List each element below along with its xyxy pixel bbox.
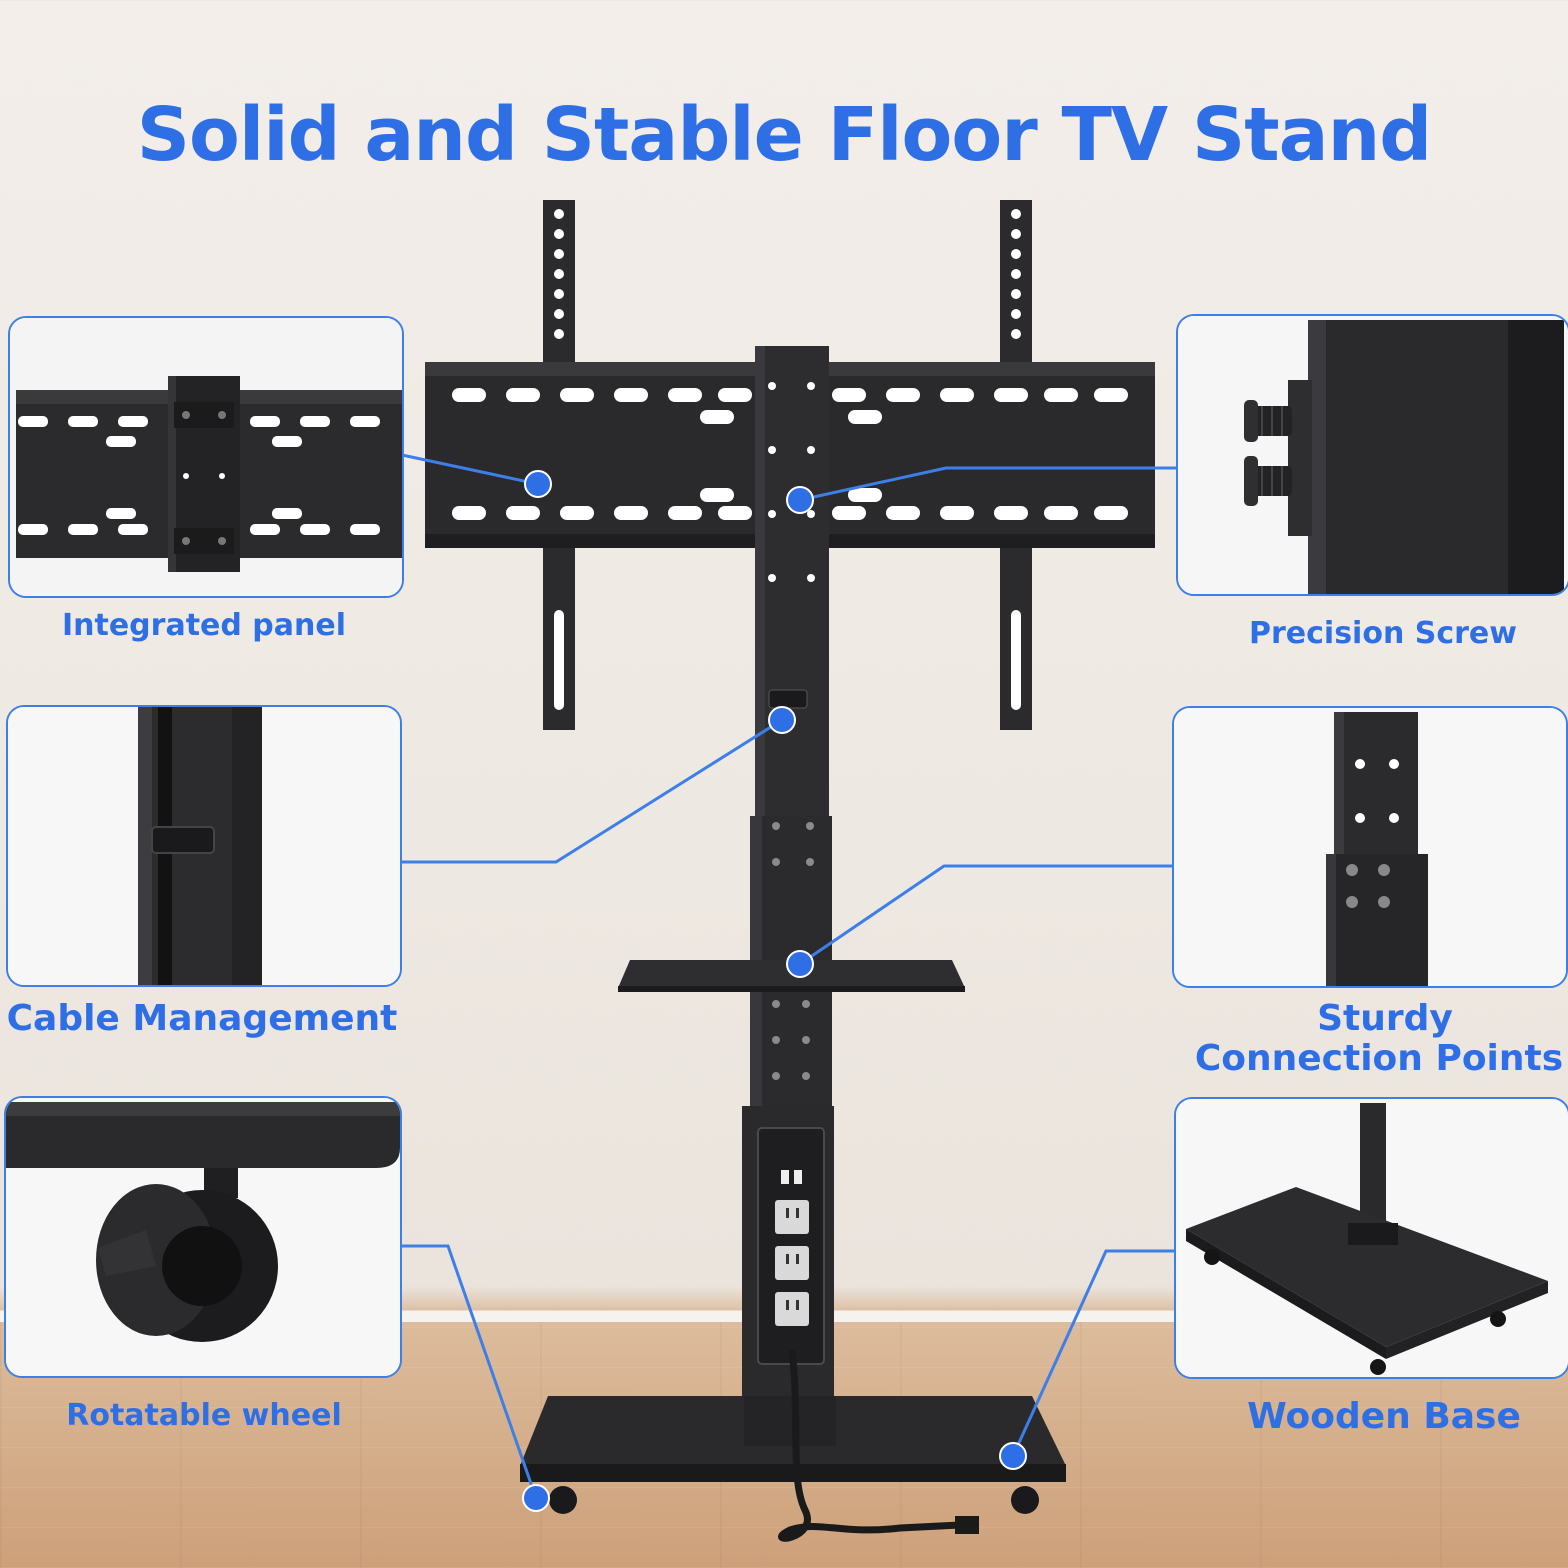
integrated-panel-zoom [8, 316, 404, 598]
rotatable-wheel-zoom [4, 1096, 402, 1378]
caption-sturdy-line1: Sturdy [1317, 998, 1453, 1039]
caption-wooden-base: Wooden Base [1247, 1396, 1521, 1437]
caption-integrated-panel: Integrated panel [61, 608, 347, 643]
base-wheels [549, 1486, 1039, 1514]
power-cord [778, 1349, 961, 1542]
precision-screw-zoom [1176, 314, 1568, 596]
screw-top [1244, 400, 1292, 442]
page-title: Solid and Stable Floor TV Stand [136, 92, 1432, 178]
wooden-base-zoom [1174, 1097, 1568, 1379]
caption-cable-management: Cable Management [6, 998, 398, 1039]
caption-precision-screw: Precision Screw [1249, 616, 1517, 651]
power-strip-housing [742, 1106, 834, 1446]
sturdy-connection-zoom [1172, 706, 1568, 988]
upper-column [755, 346, 829, 816]
caption-sturdy-line2: Connection Points [1194, 1038, 1564, 1079]
shelf [618, 960, 965, 992]
caption-rotatable-wheel: Rotatable wheel [66, 1398, 342, 1433]
cable-management-zoom [6, 705, 402, 987]
